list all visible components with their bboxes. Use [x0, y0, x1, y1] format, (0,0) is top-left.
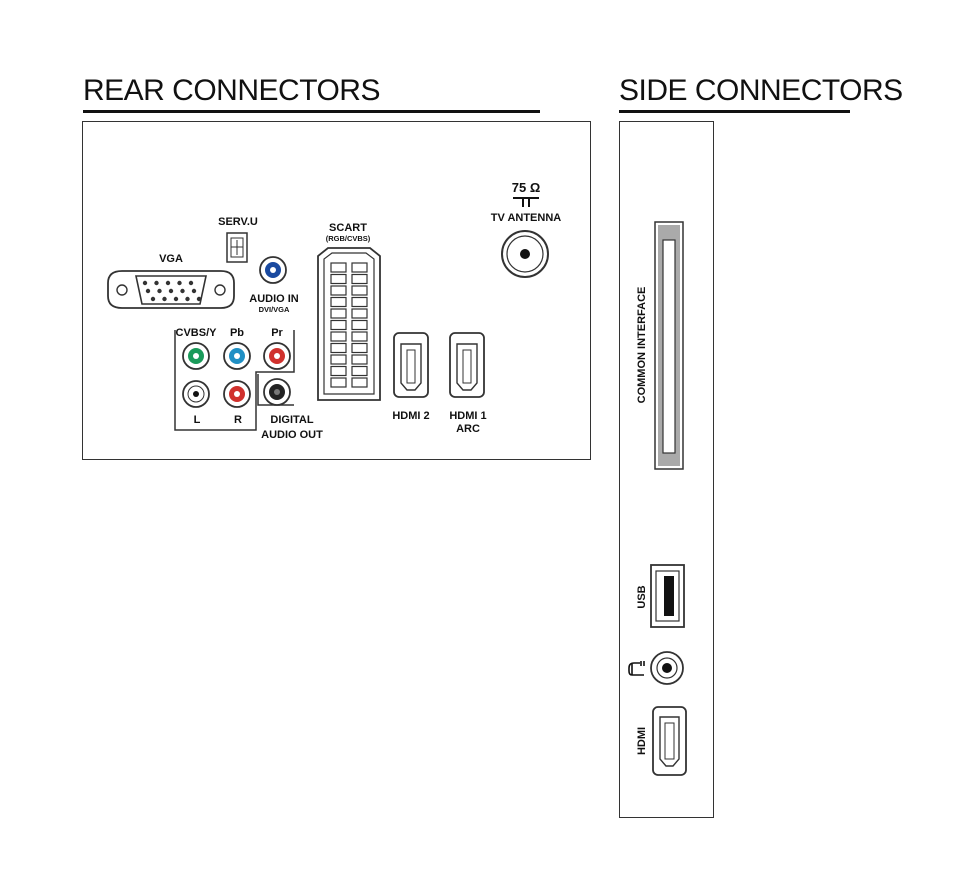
audio-out-label: AUDIO OUT	[261, 429, 323, 441]
headphone-icon	[628, 661, 645, 676]
common-interface-label: COMMON INTERFACE	[636, 287, 648, 404]
scart-pin	[351, 319, 368, 331]
rear-heading-underline	[83, 110, 540, 113]
side-heading-underline	[619, 110, 850, 113]
rear-connectors-heading: REAR CONNECTORS	[83, 74, 380, 107]
audio-r-label: R	[234, 414, 242, 426]
arc-label: ARC	[456, 423, 480, 435]
scart-pin	[351, 308, 368, 319]
vga-pin	[180, 288, 185, 294]
pr-jack[interactable]	[263, 342, 291, 370]
vga-pin	[188, 280, 194, 286]
scart-pin	[330, 331, 347, 342]
scart-label: SCART	[329, 222, 367, 234]
vga-pin	[145, 288, 151, 294]
audio-in-label: AUDIO IN	[249, 293, 299, 305]
hdmi-2-label: HDMI 2	[392, 410, 429, 422]
digital-audio-out-jack[interactable]	[263, 378, 291, 406]
scart-pin	[351, 342, 368, 354]
serv-u-port[interactable]	[226, 232, 248, 263]
common-interface-slot[interactable]	[654, 221, 684, 470]
usb-port[interactable]	[650, 564, 685, 628]
vga-pin	[157, 288, 162, 294]
av-input-group	[174, 330, 295, 431]
tv-antenna-label: TV ANTENNA	[491, 212, 562, 224]
usb-label: USB	[636, 585, 648, 608]
audio-l-jack[interactable]	[182, 380, 210, 408]
scart-pin	[351, 354, 368, 365]
hdmi-1-label: HDMI 1	[449, 410, 486, 422]
vga-pin	[177, 280, 182, 286]
side-connectors-heading: SIDE CONNECTORS	[619, 74, 903, 107]
scart-sublabel: (RGB/CVBS)	[326, 234, 371, 243]
side-hdmi-port[interactable]	[652, 706, 687, 776]
scart-pin	[330, 285, 347, 296]
pr-label: Pr	[271, 327, 283, 339]
ohm-label: 75 Ω	[512, 180, 541, 195]
vga-pin	[196, 296, 202, 302]
vga-pin	[165, 280, 171, 286]
vga-pin	[191, 288, 197, 294]
headphone-jack[interactable]	[650, 651, 684, 685]
vga-pin	[162, 296, 167, 302]
scart-pin	[330, 342, 347, 354]
vga-pin	[185, 296, 190, 302]
hdmi-1-arc-port[interactable]	[449, 332, 485, 398]
audio-l-label: L	[194, 414, 201, 426]
scart-pin	[330, 354, 347, 365]
scart-pin	[351, 273, 368, 285]
vga-label: VGA	[159, 253, 183, 265]
scart-pin	[330, 319, 347, 331]
cvbs-y-label: CVBS/Y	[176, 327, 218, 339]
scart-pin	[330, 262, 347, 273]
vga-pin	[154, 280, 159, 286]
antenna-symbol-icon	[513, 197, 539, 207]
cvbs-y-jack[interactable]	[182, 342, 210, 370]
vga-pin	[173, 296, 179, 302]
audio-in-jack[interactable]	[259, 256, 287, 284]
audio-r-jack[interactable]	[223, 380, 251, 408]
scart-pin	[330, 365, 347, 377]
audio-in-sublabel: DVI/VGA	[259, 305, 290, 314]
scart-pin	[330, 296, 347, 308]
scart-pin	[351, 285, 368, 296]
vga-pins	[142, 280, 202, 302]
pb-label: Pb	[230, 327, 244, 339]
scart-pin	[330, 308, 347, 319]
scart-pins	[330, 262, 368, 388]
scart-pin	[351, 331, 368, 342]
tv-antenna-port[interactable]	[501, 230, 549, 278]
side-hdmi-label: HDMI	[636, 727, 648, 755]
scart-pin	[351, 377, 368, 388]
scart-pin	[351, 365, 368, 377]
pb-jack[interactable]	[223, 342, 251, 370]
scart-pin	[351, 296, 368, 308]
serv-u-label: SERV.U	[218, 216, 258, 228]
vga-pin	[150, 296, 156, 302]
scart-port[interactable]	[317, 247, 381, 401]
scart-pin	[330, 377, 347, 388]
scart-pin	[330, 273, 347, 285]
digital-label: DIGITAL	[270, 414, 313, 426]
scart-pin	[351, 262, 368, 273]
vga-pin	[168, 288, 174, 294]
hdmi-2-port[interactable]	[393, 332, 429, 398]
vga-pin	[142, 280, 148, 286]
